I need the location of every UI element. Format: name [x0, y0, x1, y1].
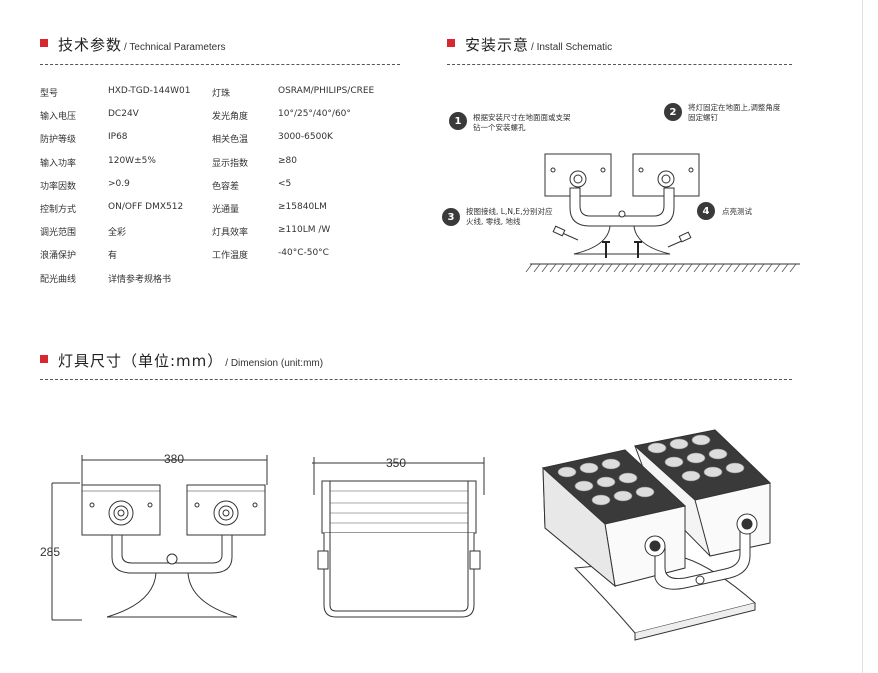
led-lens	[635, 486, 655, 498]
step-1-text: 根据安装尺寸在地面面或支架钻一个安装螺孔	[473, 113, 571, 133]
step-4-text: 点亮测试	[722, 207, 752, 216]
param-value: ≥80	[278, 155, 297, 166]
step-3-badge: 3	[442, 208, 460, 226]
led-lens	[691, 434, 711, 446]
param-label: 防护等级	[40, 135, 77, 146]
param-value: IP68	[108, 132, 128, 143]
param-label: 色容差	[212, 181, 240, 192]
param-value: ON/OFF DMX512	[108, 202, 184, 212]
param-value: ≥15840LM	[278, 202, 327, 212]
step-1-line-2: 钻一个安装螺孔	[473, 123, 526, 132]
step-2-line-2: 固定螺钉	[688, 113, 718, 122]
bullet-square-icon	[40, 39, 48, 47]
param-value: -40°C-50°C	[278, 248, 329, 259]
led-lens	[574, 480, 594, 492]
isometric-view-drawing	[541, 429, 772, 641]
step-3-line-1: 按图接线, L,N,E,分别对应	[466, 207, 553, 216]
step-1-badge: 1	[449, 112, 467, 130]
param-label: 控制方式	[40, 205, 77, 215]
front-view-drawing	[51, 455, 268, 621]
page-edge-line	[862, 0, 863, 673]
dimension-title-cn: 灯具尺寸（单位:mm）	[58, 352, 224, 370]
led-lens	[708, 448, 728, 460]
param-value: OSRAM/PHILIPS/CREE	[278, 86, 375, 96]
param-label: 配光曲线	[40, 274, 77, 285]
bullet-square-icon	[40, 355, 48, 363]
param-label: 相关色温	[212, 135, 249, 146]
install-header: 安装示意 / Install Schematic	[447, 34, 612, 55]
led-lens	[579, 462, 599, 474]
param-value: <5	[278, 178, 292, 189]
led-lens	[618, 472, 638, 484]
install-title-cn: 安装示意	[465, 36, 530, 54]
tech-params-title-en: / Technical Parameters	[124, 42, 226, 53]
param-value: DC24V	[108, 109, 139, 120]
param-value: ≥110LM /W	[278, 225, 331, 236]
led-lens	[591, 494, 611, 506]
step-1-line-1: 根据安装尺寸在地面面或支架	[473, 113, 571, 122]
led-lens	[664, 456, 684, 468]
param-label: 浪涌保护	[40, 251, 77, 262]
param-label: 调光范围	[40, 228, 77, 239]
dimension-header: 灯具尺寸（单位:mm） / Dimension (unit:mm)	[40, 350, 323, 371]
param-label: 发光角度	[212, 112, 249, 123]
led-lens	[613, 490, 633, 502]
step-4-badge: 4	[697, 202, 715, 220]
led-lens	[725, 462, 745, 474]
led-lens	[596, 476, 616, 488]
tech-params-divider	[40, 64, 400, 65]
param-label: 光通量	[212, 205, 240, 215]
tech-params-header: 技术参数 / Technical Parameters	[40, 34, 226, 55]
led-lens	[681, 470, 701, 482]
param-value: 详情参考规格书	[108, 274, 172, 285]
param-label: 输入功率	[40, 158, 77, 169]
dimension-divider	[40, 379, 792, 380]
param-label: 工作温度	[212, 251, 249, 262]
step-2-badge: 2	[664, 103, 682, 121]
param-label: 灯珠	[212, 89, 231, 99]
led-lens	[647, 442, 667, 454]
install-schematic-drawing	[525, 153, 800, 273]
led-lens	[557, 466, 577, 478]
install-divider	[447, 64, 792, 65]
param-value: 有	[108, 251, 118, 262]
led-lens	[669, 438, 689, 450]
bullet-square-icon	[447, 39, 455, 47]
step-2-text: 将灯固定在地面上,调整角度固定螺钉	[688, 103, 780, 123]
param-label: 灯具效率	[212, 228, 249, 239]
param-value: HXD-TGD-144W01	[108, 86, 191, 96]
led-lens	[601, 458, 621, 470]
tech-params-title-cn: 技术参数	[58, 36, 123, 54]
led-lens	[686, 452, 706, 464]
param-value: 3000-6500K	[278, 132, 333, 143]
dimension-title-en: / Dimension (unit:mm)	[225, 358, 324, 369]
param-label: 输入电压	[40, 112, 77, 123]
param-label: 功率因数	[40, 181, 77, 192]
param-value: 10°/25°/40°/60°	[278, 109, 351, 120]
param-value: 120W±5%	[108, 155, 156, 166]
step-3-line-2: 火线, 零线, 地线	[466, 217, 521, 226]
param-label: 型号	[40, 89, 59, 99]
step-2-line-1: 将灯固定在地面上,调整角度	[688, 103, 781, 112]
param-value: >0.9	[108, 178, 130, 189]
width-dimension-label: 380	[164, 452, 185, 466]
side-view-drawing	[312, 457, 485, 618]
step-3-text: 按图接线, L,N,E,分别对应火线, 零线, 地线	[466, 207, 552, 227]
param-label: 显示指数	[212, 158, 249, 169]
param-value: 全彩	[108, 228, 127, 239]
install-title-en: / Install Schematic	[531, 42, 613, 53]
height-dimension-label: 285	[40, 545, 61, 559]
led-lens	[703, 466, 723, 478]
